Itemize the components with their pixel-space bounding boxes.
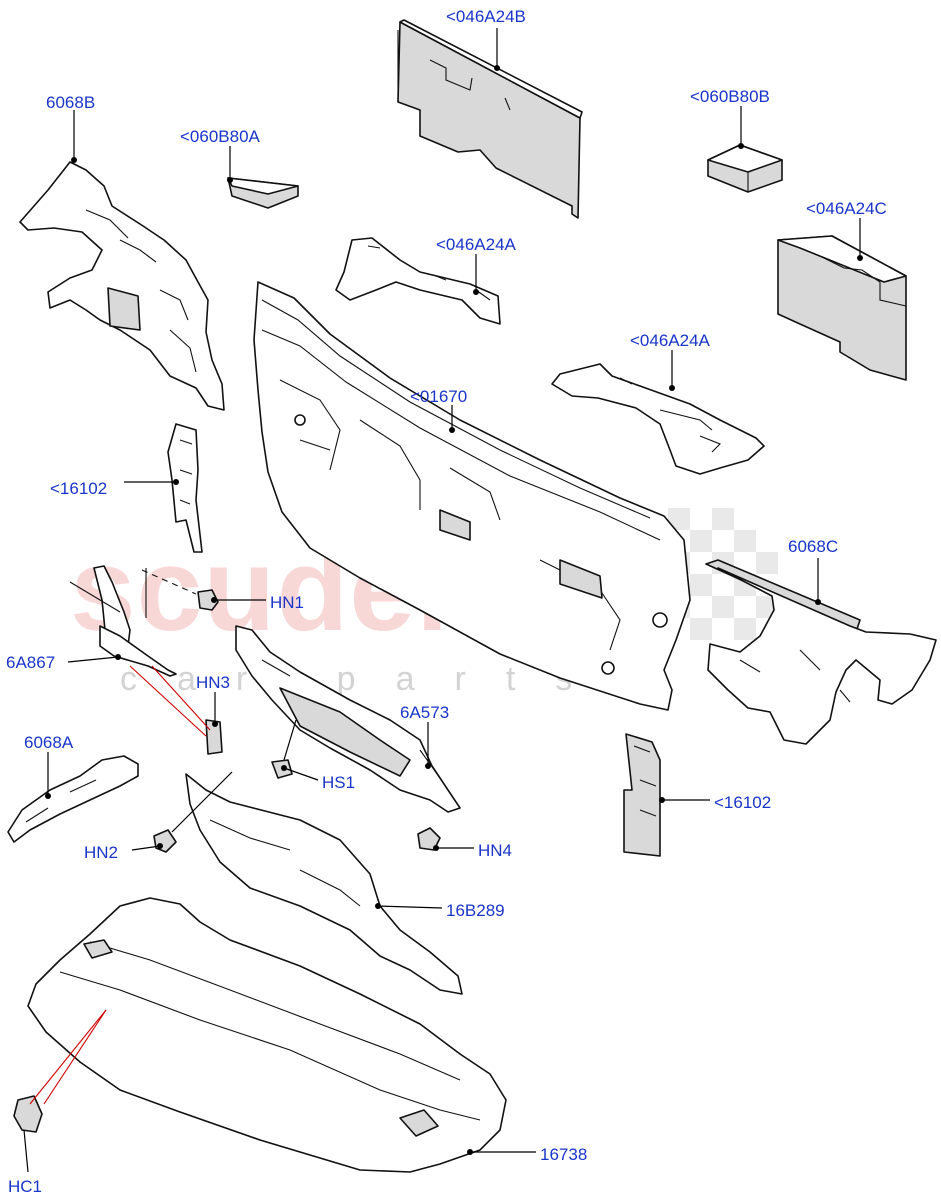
callout-hc1: HC1 [8, 1177, 42, 1196]
leader-lines [23, 28, 863, 1173]
callout-046a24a-upper: <046A24A [436, 235, 517, 254]
part-6068b [19, 161, 225, 411]
callout-6a867: 6A867 [6, 653, 55, 672]
part-6a867 [69, 565, 197, 677]
part-hc1-clip [13, 1095, 43, 1133]
callout-16102-right: <16102 [714, 793, 771, 812]
callout-16102-left: <16102 [50, 479, 107, 498]
callout-046a24a-lower: <046A24A [630, 331, 711, 350]
part-046a24a-lower [551, 363, 765, 475]
watermark-tagline: car parts [120, 660, 612, 698]
callout-hn2: HN2 [84, 843, 118, 862]
part-046a24b [397, 19, 583, 219]
part-046a24c [777, 235, 907, 381]
callout-060b80a: <060B80A [180, 127, 261, 146]
callout-6068a: 6068A [24, 733, 74, 752]
callout-01670: <01670 [410, 387, 467, 406]
callout-046a24b: <046A24B [446, 7, 526, 26]
part-6068a [7, 755, 139, 843]
callout-060b80b: <060B80B [690, 87, 770, 106]
callout-hn4: HN4 [478, 841, 512, 860]
callout-labels: <046A24B 6068B <060B80A <060B80B <046A24… [6, 7, 887, 1196]
part-hn1-nut [197, 589, 219, 611]
callout-16738: 16738 [540, 1145, 587, 1164]
part-hn4-nut [417, 827, 441, 851]
part-060b80a [227, 177, 299, 209]
part-060b80b [707, 144, 783, 193]
part-01670 [253, 281, 691, 711]
part-16b289 [185, 773, 463, 995]
callout-6068b: 6068B [46, 93, 95, 112]
callout-046a24c: <046A24C [806, 199, 887, 218]
callout-hn1: HN1 [270, 593, 304, 612]
callout-hn3: HN3 [196, 673, 230, 692]
callout-16b289: 16B289 [446, 901, 505, 920]
part-16102-left [167, 423, 203, 553]
part-16738 [27, 897, 507, 1173]
part-16102-right [623, 733, 661, 857]
part-6a573 [235, 625, 461, 813]
callout-6068c: 6068C [788, 537, 838, 556]
callout-6a573: 6A573 [400, 703, 449, 722]
callout-hs1: HS1 [322, 773, 355, 792]
part-6068c [705, 559, 937, 745]
part-hn2-nut [153, 829, 177, 853]
